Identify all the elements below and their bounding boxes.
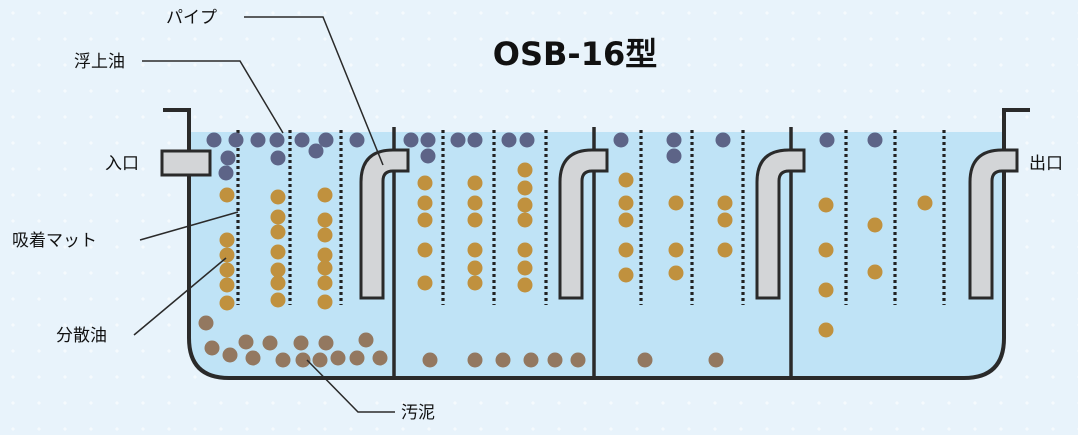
label-adsorption-mat: 吸着マット [12, 231, 97, 251]
label-floating-oil: 浮上油 [74, 52, 125, 72]
diagram-title: OSB-16型 [493, 35, 657, 73]
leader-lines [133, 16, 395, 413]
sludge-particles [198, 315, 724, 368]
adsorption-mats [236, 130, 946, 305]
dispersed-oil-droplets [219, 162, 933, 338]
label-inlet: 入口 [105, 154, 139, 174]
floating-oil-droplets [206, 132, 883, 181]
pipes [359, 148, 1019, 300]
tank-outline [163, 108, 1030, 380]
inlet-pipe [160, 149, 212, 177]
label-dispersed-oil: 分散油 [56, 326, 107, 346]
label-pipe: パイプ [166, 8, 217, 28]
label-sludge: 汚泥 [401, 403, 435, 423]
label-outlet: 出口 [1029, 154, 1063, 174]
